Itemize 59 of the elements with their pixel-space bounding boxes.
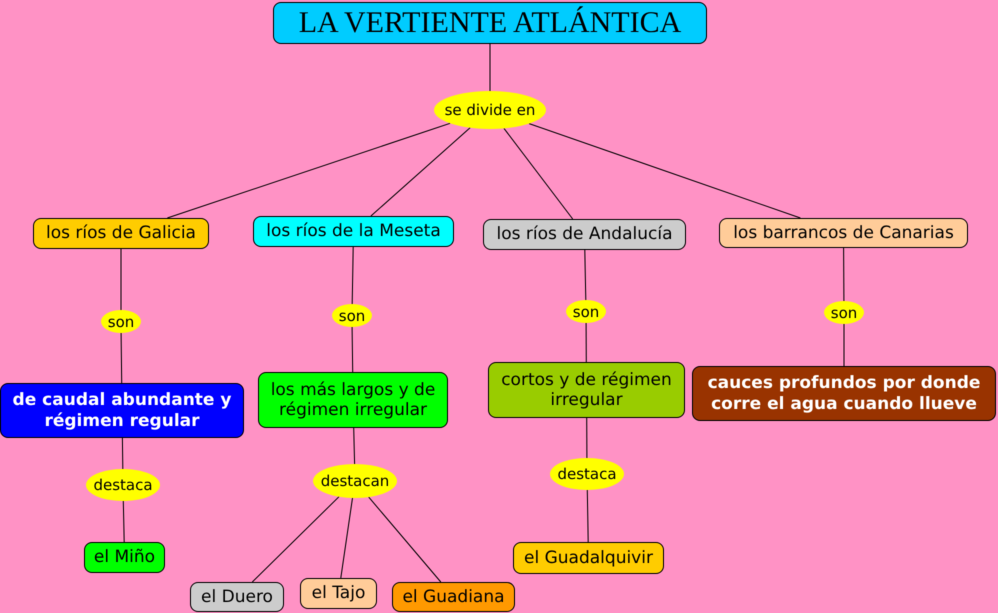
- connector-line: [340, 498, 353, 578]
- concept-text: los más largos y de régimen irregular: [270, 380, 436, 420]
- concept-box: [33, 218, 209, 249]
- connector-line: [166, 122, 451, 218]
- connector-line: [843, 248, 844, 302]
- concept-box: [84, 542, 165, 573]
- connector-line: [353, 428, 356, 464]
- concept-text: el Tajo: [312, 583, 366, 604]
- concept-box: [483, 219, 686, 250]
- concept-text: el Duero: [201, 586, 273, 608]
- concept-text: cauces profundos por donde corre el agua cuando llueve: [706, 373, 982, 414]
- connector-line: [120, 332, 122, 384]
- linking-ellipse: [101, 310, 141, 333]
- linking-ellipse: [332, 304, 372, 327]
- concept-box: [300, 578, 377, 609]
- concept-box: [692, 366, 996, 421]
- connector-line: [370, 127, 471, 216]
- linking-phrase: destaca: [557, 465, 617, 483]
- connector-line: [352, 326, 354, 372]
- linking-phrase: son: [572, 302, 600, 320]
- connector-line: [586, 322, 587, 362]
- linking-phrase: se divide en: [444, 101, 536, 119]
- concept-text: de caudal abundante y régimen regular: [12, 390, 232, 431]
- concept-text: cortos y de régimen irregular: [500, 370, 673, 410]
- concept-text: los ríos de Andalucía: [496, 224, 672, 245]
- connector-line: [586, 418, 588, 458]
- concept-box: [513, 542, 664, 574]
- concept-text: los ríos de la Meseta: [266, 221, 441, 242]
- title-text: LA VERTIENTE ATLÁNTICA: [298, 5, 682, 41]
- linking-phrase: destaca: [93, 476, 153, 494]
- connector-line: [122, 438, 124, 470]
- connector-line: [586, 490, 589, 542]
- concept-text: los ríos de Galicia: [46, 223, 196, 244]
- connector-line: [252, 496, 340, 582]
- connector-line: [352, 246, 354, 304]
- concept-text: los barrancos de Canarias: [733, 222, 954, 244]
- connector-line: [120, 248, 122, 310]
- linking-phrase: destacan: [320, 472, 390, 490]
- concept-box: [0, 383, 244, 438]
- concept-text: el Miño: [94, 547, 156, 568]
- connector-line: [368, 496, 442, 582]
- concept-box: [258, 372, 448, 428]
- connector-line: [122, 500, 125, 542]
- linking-phrase: son: [108, 312, 134, 330]
- title-box: [273, 2, 707, 44]
- linking-ellipse: [824, 301, 864, 324]
- concept-box: [190, 582, 284, 612]
- concept-text: el Guadalquivir: [524, 548, 653, 568]
- concept-box: [488, 362, 685, 418]
- concept-box: [392, 582, 515, 612]
- concept-text: el Guadiana: [402, 586, 505, 608]
- linking-phrase: son: [338, 306, 366, 324]
- concept-box: [719, 218, 968, 248]
- concept-box: [253, 216, 454, 247]
- connector-line: [584, 250, 586, 300]
- linking-phrase: son: [830, 304, 858, 322]
- connector-line: [528, 123, 801, 218]
- connector-line: [504, 128, 574, 220]
- linking-ellipse: [566, 300, 606, 323]
